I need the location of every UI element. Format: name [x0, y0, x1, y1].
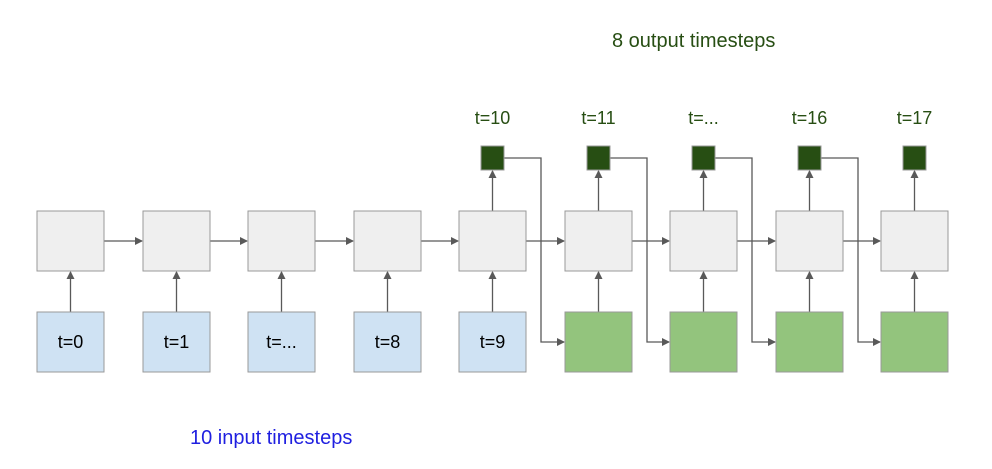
- feedback-box: [880, 311, 949, 373]
- output-box: [480, 145, 505, 171]
- input-label: t=1: [164, 332, 190, 352]
- feedback-arrow: [821, 157, 881, 346]
- rnn-cell: [669, 210, 738, 272]
- input-box: [458, 311, 527, 373]
- rnn-cell: [142, 210, 211, 272]
- input-box: [142, 311, 211, 373]
- output-label: t=11: [581, 108, 615, 128]
- rnn-cell: [247, 210, 316, 272]
- rnn-cell: [564, 210, 633, 272]
- input-box: [247, 311, 316, 373]
- rnn-cell: [458, 210, 527, 272]
- output-box: [586, 145, 611, 171]
- connector-arrows: [66, 157, 919, 346]
- rnn-cells: [36, 210, 949, 272]
- rnn-cell: [880, 210, 949, 272]
- output-box: [691, 145, 716, 171]
- rnn-cell: [36, 210, 105, 272]
- feedback-boxes: [564, 311, 949, 373]
- feedback-arrow: [504, 157, 565, 346]
- output-box: [902, 145, 927, 171]
- output-box: [797, 145, 822, 171]
- input-box: [353, 311, 422, 373]
- output-boxes: t=10 t=11 t=... t=16 t=17: [475, 108, 933, 171]
- input-label: t=...: [266, 332, 297, 352]
- feedback-box: [775, 311, 844, 373]
- feedback-arrow: [715, 157, 776, 346]
- rnn-cell: [353, 210, 422, 272]
- input-boxes: t=0 t=1 t=... t=8 t=9: [36, 311, 527, 373]
- output-label: t=...: [688, 108, 719, 128]
- input-label: t=9: [480, 332, 506, 352]
- input-timesteps-title: 10 input timesteps: [190, 427, 352, 449]
- output-label: t=16: [792, 108, 828, 128]
- feedback-arrow: [610, 157, 670, 346]
- input-label: t=8: [375, 332, 401, 352]
- output-label: t=10: [475, 108, 511, 128]
- feedback-box: [564, 311, 633, 373]
- rnn-cell: [775, 210, 844, 272]
- output-timesteps-title: 8 output timesteps: [612, 30, 775, 52]
- input-box: [36, 311, 105, 373]
- feedback-box: [669, 311, 738, 373]
- input-label: t=0: [58, 332, 84, 352]
- output-label: t=17: [897, 108, 933, 128]
